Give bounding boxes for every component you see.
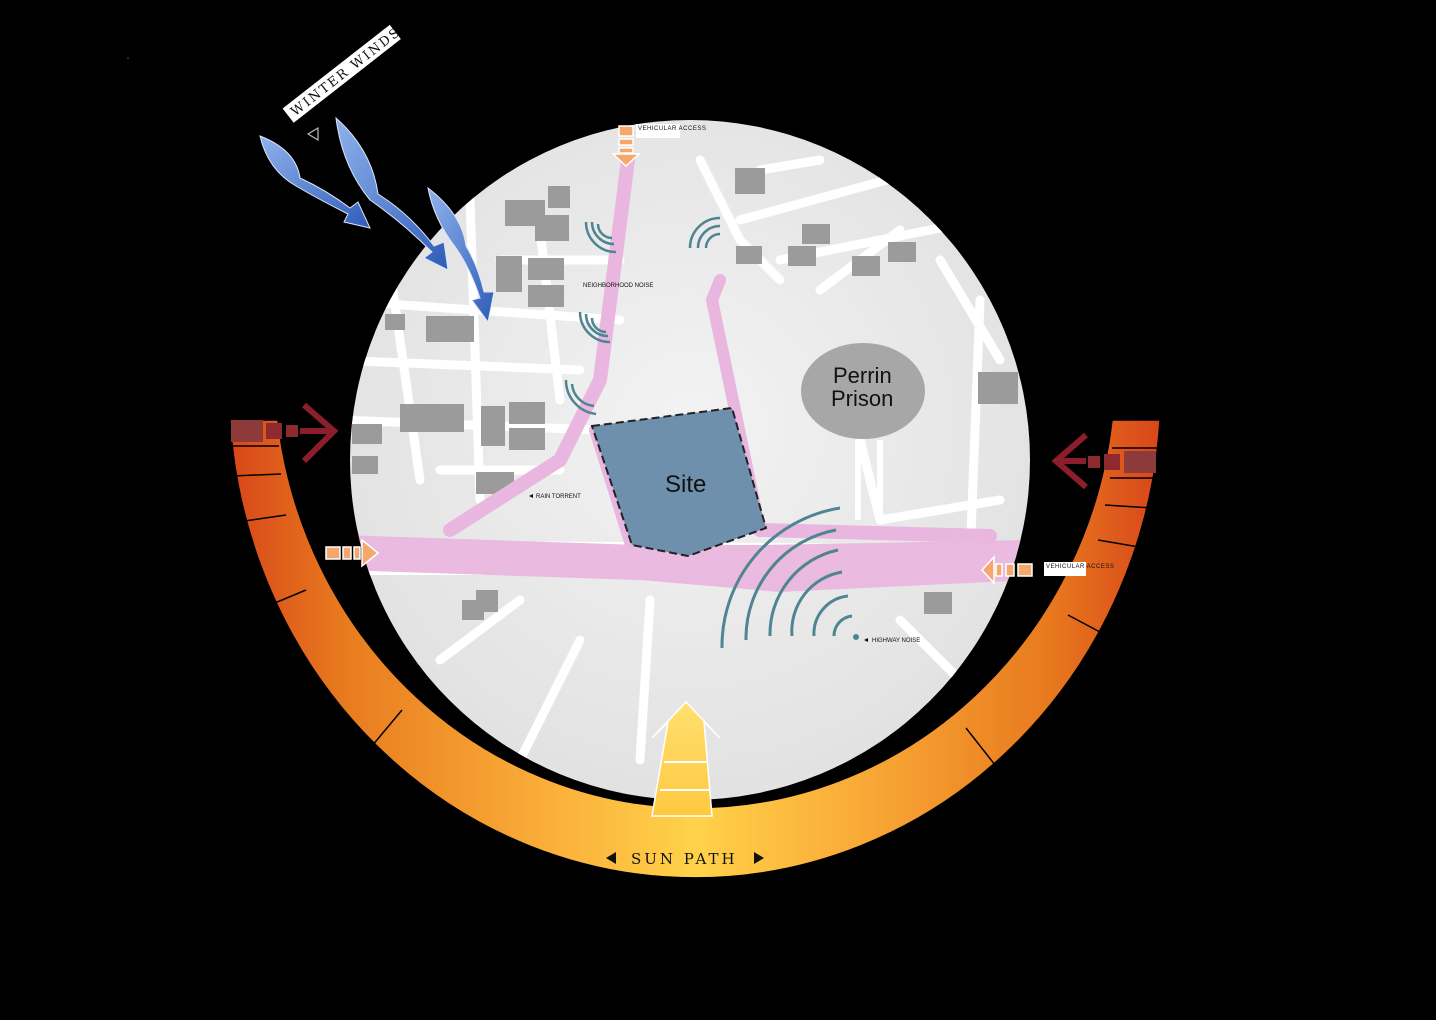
buildings bbox=[352, 168, 1018, 620]
wind-pointer-icon bbox=[306, 126, 319, 142]
sun-path-left-icon bbox=[606, 852, 616, 864]
prison-label-line1: Perrin bbox=[833, 363, 892, 388]
vehicular-access-top-arrow bbox=[611, 125, 641, 168]
perrin-prison bbox=[801, 343, 925, 439]
wind-swoosh-icon bbox=[259, 116, 495, 324]
highway-noise-label: HIGHWAY NOISE bbox=[872, 638, 920, 644]
vehicular-access-right-arrow bbox=[980, 555, 1033, 585]
highway-noise-icon bbox=[720, 506, 859, 649]
rain-torrent-pointer-icon bbox=[529, 494, 533, 498]
svg-text:WINTER WINDS: WINTER WINDS bbox=[288, 25, 404, 120]
prison-label-line2: Prison bbox=[831, 386, 893, 411]
sun-path-segments bbox=[230, 445, 1160, 785]
dust-dot bbox=[127, 57, 129, 59]
site-polygon bbox=[590, 406, 768, 558]
highway-route bbox=[350, 535, 1030, 592]
vehicular-access-right-label: VEHICULAR ACCESS bbox=[1044, 562, 1114, 576]
vehicular-access-left-arrow bbox=[325, 538, 380, 568]
svg-text:VEHICULAR ACCESS: VEHICULAR ACCESS bbox=[1046, 564, 1114, 570]
svg-text:VEHICULAR ACCESS: VEHICULAR ACCESS bbox=[638, 126, 706, 132]
sun-path-arc bbox=[229, 402, 1161, 879]
sun-path-right-icon bbox=[754, 852, 764, 864]
winter-winds-label: WINTER WINDS bbox=[282, 25, 404, 123]
highway-noise-pointer-icon bbox=[864, 638, 868, 642]
neighborhood-noise-label: NEIGHBORHOOD NOISE bbox=[583, 283, 653, 289]
neighborhood-noise-icon bbox=[564, 216, 721, 416]
sun-arrow-icon bbox=[651, 700, 721, 817]
rain-torrent-label: RAIN TORRENT bbox=[536, 494, 581, 500]
vehicular-access-top-label: VEHICULAR ACCESS bbox=[636, 124, 706, 138]
site-label: Site bbox=[665, 471, 706, 498]
sun-path-label: SUN PATH bbox=[631, 850, 738, 868]
sunset-arrow bbox=[1051, 432, 1156, 490]
site-map bbox=[350, 120, 1030, 800]
sunrise-arrow bbox=[231, 402, 339, 464]
